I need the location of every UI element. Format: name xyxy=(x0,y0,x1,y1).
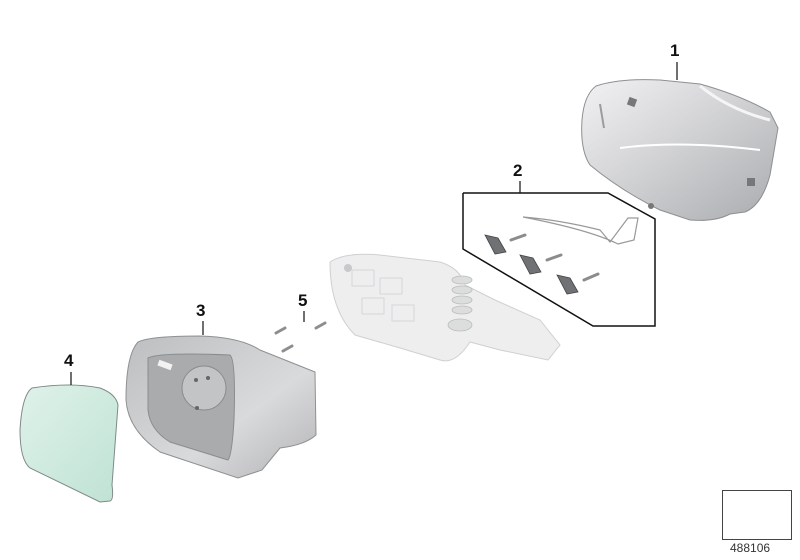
callout-5: 5 xyxy=(298,291,308,310)
part-1-mirror-cap[interactable] xyxy=(581,79,779,221)
part-2-mounting-kit[interactable] xyxy=(462,192,656,327)
part-5-screws[interactable] xyxy=(274,321,327,353)
mirror-base-mechanism[interactable] xyxy=(329,253,561,362)
callout-2: 2 xyxy=(513,161,523,180)
catalog-nav-box[interactable] xyxy=(722,490,792,540)
callout-3: 3 xyxy=(196,301,206,320)
part-3-housing-frame[interactable] xyxy=(125,335,317,479)
leader-lines xyxy=(70,62,678,385)
part-4-mirror-glass[interactable] xyxy=(19,384,119,503)
catalog-number: 488106 xyxy=(730,541,771,555)
callout-1: 1 xyxy=(670,41,680,60)
callout-4: 4 xyxy=(64,351,74,370)
